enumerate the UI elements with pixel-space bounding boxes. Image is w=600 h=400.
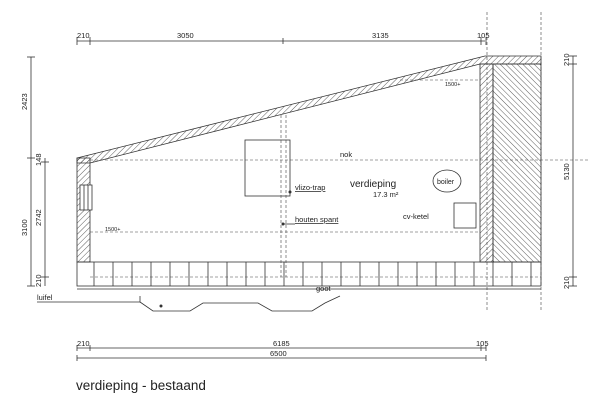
nok-label: nok (340, 150, 352, 159)
dim-label: 3100 (20, 219, 29, 236)
roof-slope (76, 55, 542, 164)
dim-label: 3135 (372, 31, 389, 40)
dim-label: 105 (477, 31, 490, 40)
dim-label: 2423 (20, 93, 29, 110)
left-dimension: 2423 3100 148 2742 210 (20, 56, 49, 287)
drawing-title: verdieping - bestaand (76, 378, 206, 393)
boiler-symbol (432, 169, 462, 193)
dim-label: 5130 (562, 163, 571, 180)
level-label: 1500+ (445, 82, 460, 88)
dim-label: 6185 (273, 339, 290, 348)
goot-label: goot (316, 284, 332, 293)
dim-label: 2742 (34, 209, 43, 226)
right-outer-wall (492, 63, 542, 263)
top-dimension: 210 3050 3135 105 (76, 31, 490, 45)
floor-joists (76, 261, 542, 290)
right-inner-wall (479, 63, 494, 263)
room-area: 17.3 m² (373, 190, 399, 199)
dim-label: 210 (77, 339, 90, 348)
room-name: verdieping (350, 179, 396, 190)
bottom-dimension: 210 6185 105 6500 (76, 339, 489, 361)
luifel-profile (139, 295, 341, 312)
dim-label: 210 (77, 31, 90, 40)
dim-label: 148 (34, 153, 43, 166)
cv-ketel-label: cv-ketel (403, 212, 429, 221)
right-dimension: 210 5130 210 (562, 53, 577, 289)
dim-label: 210 (562, 53, 571, 66)
luifel-label: luifel (37, 293, 53, 302)
level-label: 1500+ (105, 227, 120, 233)
vlizo-trap-opening (244, 139, 291, 197)
dim-label: 6500 (270, 349, 287, 358)
cv-ketel-symbol (453, 202, 477, 229)
vlizo-trap-label: vlizo-trap (295, 183, 325, 192)
boiler-label: boiler (437, 179, 455, 186)
houten-spant-label: houten spant (295, 215, 339, 224)
window (79, 184, 93, 211)
dim-label: 3050 (177, 31, 194, 40)
dim-label: 210 (34, 274, 43, 287)
dim-label: 105 (476, 339, 489, 348)
dim-label: 210 (562, 276, 571, 289)
